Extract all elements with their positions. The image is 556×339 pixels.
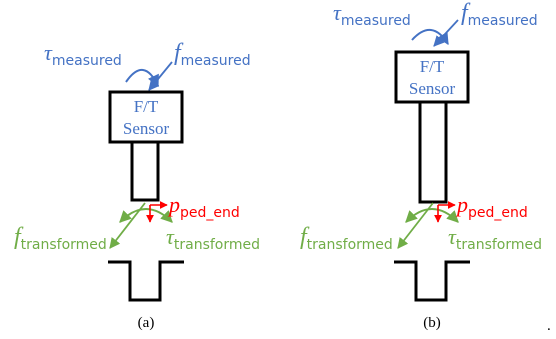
tau-transformed-label: τtransformed bbox=[448, 224, 542, 253]
panel-a: τmeasured fmeasured F/T Sensor pped_end … bbox=[14, 40, 260, 331]
p-ped-end-label: pped_end bbox=[167, 192, 240, 221]
tau-transformed-arrow bbox=[405, 208, 459, 223]
tau-transformed-symbol: τ bbox=[448, 224, 457, 249]
p-ped-end-subscript: ped_end bbox=[468, 205, 528, 221]
f-transformed-symbol: f bbox=[14, 224, 24, 250]
ground-slot bbox=[108, 260, 184, 302]
f-transformed-subscript: transformed bbox=[307, 237, 393, 253]
f-measured-symbol: f bbox=[174, 40, 184, 66]
pedestal bbox=[130, 140, 160, 202]
f-measured-subscript: measured bbox=[181, 53, 251, 69]
trailing-period: . bbox=[547, 318, 551, 334]
f-measured-arrow bbox=[433, 19, 459, 47]
tau-measured-label: τmeasured bbox=[333, 0, 411, 29]
f-transformed-subscript: transformed bbox=[21, 237, 107, 253]
p-ped-end-subscript: ped_end bbox=[180, 205, 240, 221]
tau-measured-subscript: measured bbox=[341, 13, 411, 29]
f-transformed-symbol: f bbox=[300, 224, 310, 250]
tau-transformed-subscript: transformed bbox=[456, 237, 542, 253]
tau-measured-symbol: τ bbox=[44, 40, 53, 65]
tau-transformed-arrow bbox=[119, 208, 173, 223]
p-ped-end-label: pped_end bbox=[455, 192, 528, 221]
sensor-label-line1: F/T bbox=[134, 97, 159, 116]
caption-a: (a) bbox=[138, 315, 155, 331]
tau-measured-label: τmeasured bbox=[44, 40, 122, 69]
f-transformed-arrow bbox=[397, 202, 434, 249]
f-transformed-label: ftransformed bbox=[14, 224, 107, 253]
sensor-label-line1: F/T bbox=[420, 57, 445, 76]
p-ped-end-symbol: p bbox=[455, 192, 468, 217]
f-measured-symbol: f bbox=[461, 0, 471, 26]
sensor-label-line2: Sensor bbox=[409, 79, 456, 98]
pedestal bbox=[418, 100, 448, 204]
f-measured-label: fmeasured bbox=[174, 40, 251, 69]
p-ped-end-symbol: p bbox=[167, 192, 180, 217]
tau-measured-symbol: τ bbox=[333, 0, 342, 25]
tau-transformed-label: τtransformed bbox=[166, 224, 260, 253]
f-transformed-label: ftransformed bbox=[300, 224, 393, 253]
tau-measured-subscript: measured bbox=[52, 53, 122, 69]
ground-slot bbox=[394, 260, 470, 302]
ft-sensor-box bbox=[108, 90, 184, 144]
sensor-label-line2: Sensor bbox=[123, 119, 170, 138]
tau-transformed-symbol: τ bbox=[166, 224, 175, 249]
tau-transformed-subscript: transformed bbox=[174, 237, 260, 253]
tau-measured-arrow bbox=[411, 29, 449, 46]
panel-b: τmeasured fmeasured F/T Sensor pped_end … bbox=[300, 0, 542, 331]
f-measured-subscript: measured bbox=[468, 13, 538, 29]
f-measured-arrow bbox=[148, 61, 173, 91]
caption-b: (b) bbox=[423, 315, 441, 331]
f-transformed-arrow bbox=[109, 202, 146, 249]
f-measured-label: fmeasured bbox=[461, 0, 538, 29]
